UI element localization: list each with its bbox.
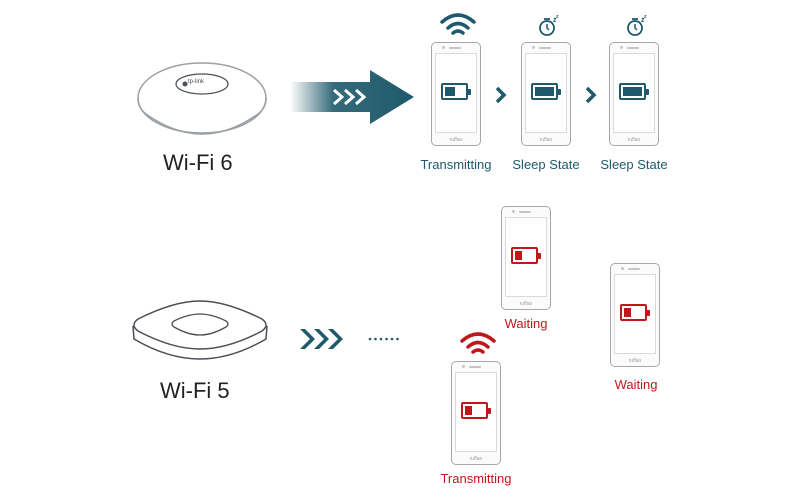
caption-sleep-2: Sleep State [600,157,668,172]
battery-icon [511,247,541,264]
caption-waiting-2: Waiting [614,377,658,392]
phone-brand: ruffao [628,358,642,364]
wifi6-label: Wi-Fi 6 [163,150,233,175]
battery-icon [461,402,491,419]
transmit-chevrons [300,329,343,349]
phone-brand: ruffao [519,301,533,307]
svg-text:z: z [553,17,557,24]
svg-text:z: z [641,17,645,24]
sleep-timer-icon: z z [539,14,559,36]
caption-transmitting-wifi5: Transmitting [440,471,512,486]
svg-text:z: z [644,14,647,20]
phone-transmitting: ruffao [431,42,481,146]
wifi6-router [137,62,267,135]
transmit-arrow [290,70,414,124]
phone-brand: ruffao [627,137,641,143]
caption-waiting-1: Waiting [504,316,548,331]
wifi-icon [460,332,496,354]
chevron-right-icon [495,86,507,104]
phone-waiting-2: ruffao [610,263,660,367]
phone-waiting-1: ruffao [501,206,551,310]
dotted-line [368,337,399,341]
phone-sleep-2: ruffao [609,42,659,146]
chevron-right-icon [585,86,597,104]
phone-transmitting-wifi5: ruffao [451,361,501,465]
battery-icon [620,304,650,321]
caption-sleep-1: Sleep State [512,157,580,172]
phone-brand: ruffao [469,456,483,462]
wifi5-router [132,300,268,360]
phone-brand: ruffao [539,137,553,143]
phone-brand: ruffao [449,137,463,143]
caption-transmitting: Transmitting [420,157,492,172]
svg-text:z: z [556,14,559,20]
router-brand-logo: tp-link [188,79,205,85]
battery-icon [531,83,561,100]
battery-icon [619,83,649,100]
battery-icon [441,83,471,100]
phone-sleep-1: ruffao [521,42,571,146]
sleep-timer-icon: z z [627,14,647,36]
wifi5-label: Wi-Fi 5 [160,378,230,403]
wifi-icon [440,13,476,35]
